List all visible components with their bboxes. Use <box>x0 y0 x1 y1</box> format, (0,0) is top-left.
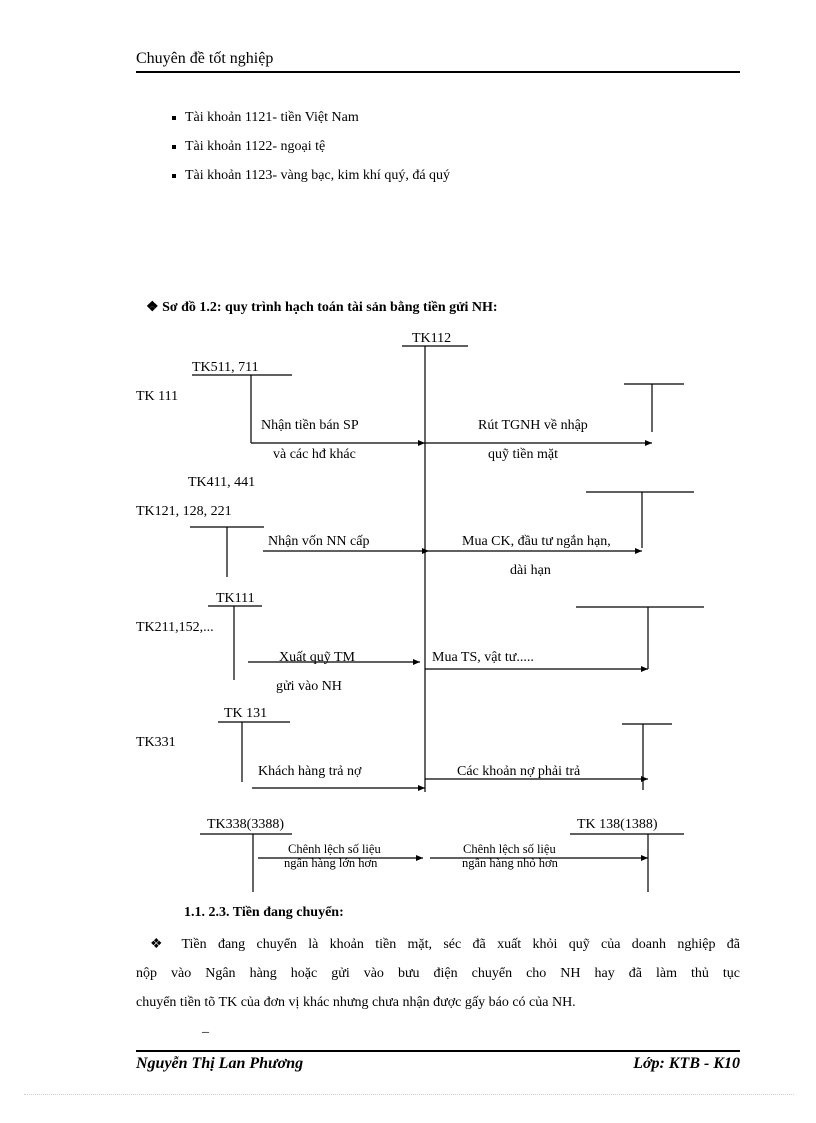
va-cac-hd-khac-label: và các hđ khác <box>273 447 356 462</box>
body-paragraph: ❖ Tiền đang chuyển là khoản tiền mặt, sé… <box>136 930 740 1017</box>
ngan-hang-lon-label: ngân hàng lớn hơn <box>284 856 378 870</box>
paragraph-line-1: ❖ Tiền đang chuyển là khoản tiền mặt, sé… <box>136 930 740 959</box>
paragraph-line-3: chuyển tiền tõ TK của đơn vị khác nhưng … <box>136 995 576 1010</box>
mua-ts-label: Mua TS, vật tư..... <box>432 650 534 665</box>
dai-han-label: dài hạn <box>510 563 551 578</box>
bullet-icon <box>172 116 176 120</box>
tk338-label: TK338(3388) <box>207 817 284 832</box>
tk411-441-label: TK411, 441 <box>188 475 255 490</box>
tk331-label: TK331 <box>136 735 176 750</box>
tk121-128-221-label: TK121, 128, 221 <box>136 504 232 519</box>
section-heading: 1.1. 2.3. Tiền đang chuyển: <box>184 905 344 920</box>
list-item: Tài khoản 1123- vàng bạc, kim khí quý, đ… <box>172 166 450 195</box>
diamond-bullet-icon: ❖ <box>150 937 171 952</box>
mua-ck-label: Mua CK, đầu tư ngắn hạn, <box>462 534 611 549</box>
chenh-lech-2-label: Chênh lệch số liệu <box>463 842 556 856</box>
account-list: Tài khoản 1121- tiền Việt Nam Tài khoản … <box>172 108 450 195</box>
tk138-label: TK 138(1388) <box>577 817 658 832</box>
diagram-title: ❖ Sơ đồ 1.2: quy trình hạch toán tài sản… <box>146 299 498 316</box>
cac-khoan-no-label: Các khoản nợ phải trả <box>457 764 581 779</box>
rut-tgnh-label: Rút TGNH về nhập <box>478 418 588 433</box>
nhan-von-nn-label: Nhận vốn NN cấp <box>268 534 369 549</box>
list-item: Tài khoản 1121- tiền Việt Nam <box>172 108 450 137</box>
xuat-quy-tm-label: Xuất quỹ TM <box>279 650 356 665</box>
tk112-label: TK112 <box>412 331 451 346</box>
page-bottom-edge <box>24 1094 794 1095</box>
khach-hang-tra-no-label: Khách hàng trả nợ <box>258 764 362 779</box>
list-item-text: Tài khoản 1122- ngoại tệ <box>185 139 326 154</box>
bullet-icon <box>172 174 176 178</box>
footer-class: Lớp: KTB - K10 <box>633 1055 740 1072</box>
tk211-152-label: TK211,152,... <box>136 620 214 635</box>
footer-rule <box>136 1050 740 1052</box>
tk131-label: TK 131 <box>224 706 267 721</box>
header-title: Chuyên đề tốt nghiệp <box>136 50 274 67</box>
tk111-b-label: TK111 <box>216 591 255 606</box>
diamond-bullet-icon: ❖ <box>146 300 159 315</box>
quy-tien-mat-label: quỹ tiền mặt <box>488 447 558 462</box>
list-item: Tài khoản 1122- ngoại tệ <box>172 137 450 166</box>
gui-vao-nh-label: gửi vào NH <box>276 679 342 694</box>
paragraph-line-2: nộp vào Ngân hàng hoặc gửi vào bưu điện … <box>136 966 740 981</box>
diagram-title-text: Sơ đồ 1.2: quy trình hạch toán tài sản b… <box>162 300 498 315</box>
ngan-hang-nho-label: ngân hàng nhỏ hơn <box>462 856 559 870</box>
footer-author: Nguyễn Thị Lan Phương <box>136 1055 304 1072</box>
tk511-711-label: TK511, 711 <box>192 360 259 375</box>
stray-dash: _ <box>202 1020 209 1035</box>
list-item-text: Tài khoản 1123- vàng bạc, kim khí quý, đ… <box>185 168 451 183</box>
list-item-text: Tài khoản 1121- tiền Việt Nam <box>185 110 359 125</box>
tk111-a-label: TK 111 <box>136 389 178 404</box>
paragraph-text: Tiền đang chuyển là khoản tiền mặt, séc … <box>170 937 740 952</box>
header-rule <box>136 71 740 73</box>
chenh-lech-1-label: Chênh lệch số liệu <box>288 842 381 856</box>
nhan-tien-ban-sp-label: Nhận tiền bán SP <box>261 418 359 433</box>
bullet-icon <box>172 145 176 149</box>
